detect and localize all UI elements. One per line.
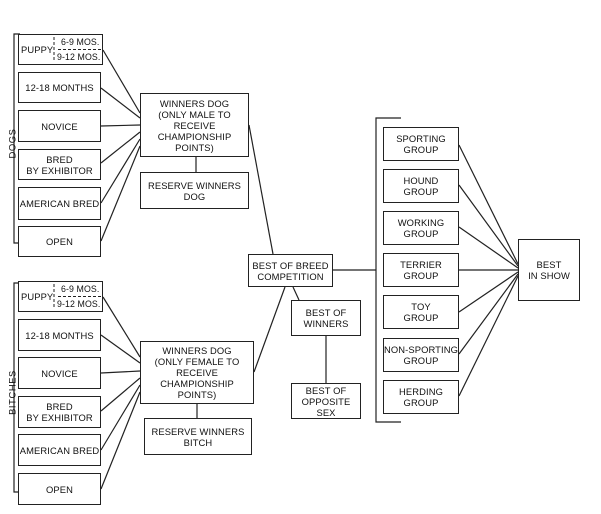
non-sporting-group-box: NON-SPORTING GROUP bbox=[383, 338, 459, 372]
bitches-puppy-label: PUPPY bbox=[21, 291, 54, 302]
dogs-bracket bbox=[13, 33, 20, 244]
dogs-side-label: DOGS bbox=[6, 128, 18, 159]
dogs-puppy-6-9: 6-9 MOS. bbox=[61, 37, 100, 47]
bitches-bracket bbox=[13, 282, 20, 493]
toy-group-box: TOY GROUP bbox=[383, 295, 459, 329]
working-group-box: WORKING GROUP bbox=[383, 211, 459, 245]
dogs-open-class: OPEN bbox=[18, 226, 101, 257]
bitches-puppy-9-12: 9-12 MOS. bbox=[57, 299, 101, 309]
terrier-group-box: TERRIER GROUP bbox=[383, 253, 459, 287]
sporting-group-box: SPORTING GROUP bbox=[383, 127, 459, 161]
dogs-american-bred-class: AMERICAN BRED bbox=[18, 187, 101, 220]
dogs-novice-class: NOVICE bbox=[18, 110, 101, 142]
groups-bracket bbox=[375, 117, 401, 423]
best-of-winners-box: BEST OF WINNERS bbox=[291, 300, 361, 336]
dogs-puppy-class: PUPPY 6-9 MOS. 9-12 MOS. bbox=[18, 34, 103, 65]
bitches-puppy-6-9: 6-9 MOS. bbox=[61, 284, 100, 294]
dogs-bred-by-exhibitor-class: BRED BY EXHIBITOR bbox=[18, 149, 101, 180]
best-in-show-box: BEST IN SHOW bbox=[518, 239, 580, 301]
bitches-puppy-divider bbox=[53, 284, 101, 309]
reserve-winners-bitch-box: RESERVE WINNERS BITCH bbox=[144, 418, 252, 455]
bitches-side-label: BITCHES bbox=[6, 370, 18, 415]
dogs-puppy-label: PUPPY bbox=[21, 44, 54, 55]
best-of-opposite-sex-box: BEST OF OPPOSITE SEX bbox=[291, 383, 361, 419]
winners-dog-box: WINNERS DOG (ONLY MALE TO RECEIVE CHAMPI… bbox=[140, 93, 249, 157]
hound-group-box: HOUND GROUP bbox=[383, 169, 459, 203]
best-of-breed-box: BEST OF BREED COMPETITION bbox=[248, 254, 333, 287]
winners-bitch-box: WINNERS DOG (ONLY FEMALE TO RECEIVE CHAM… bbox=[140, 341, 254, 404]
bitches-american-bred-class: AMERICAN BRED bbox=[18, 434, 101, 466]
dogs-12-18-months-class: 12-18 MONTHS bbox=[18, 72, 101, 103]
dogs-puppy-divider bbox=[53, 37, 101, 62]
reserve-winners-dog-box: RESERVE WINNERS DOG bbox=[140, 172, 249, 209]
bitches-open-class: OPEN bbox=[18, 473, 101, 505]
bitches-novice-class: NOVICE bbox=[18, 357, 101, 389]
dogs-puppy-9-12: 9-12 MOS. bbox=[57, 52, 101, 62]
bitches-puppy-class: PUPPY 6-9 MOS. 9-12 MOS. bbox=[18, 281, 103, 312]
herding-group-box: HERDING GROUP bbox=[383, 380, 459, 414]
bitches-12-18-months-class: 12-18 MONTHS bbox=[18, 319, 101, 351]
bitches-bred-by-exhibitor-class: BRED BY EXHIBITOR bbox=[18, 396, 101, 428]
